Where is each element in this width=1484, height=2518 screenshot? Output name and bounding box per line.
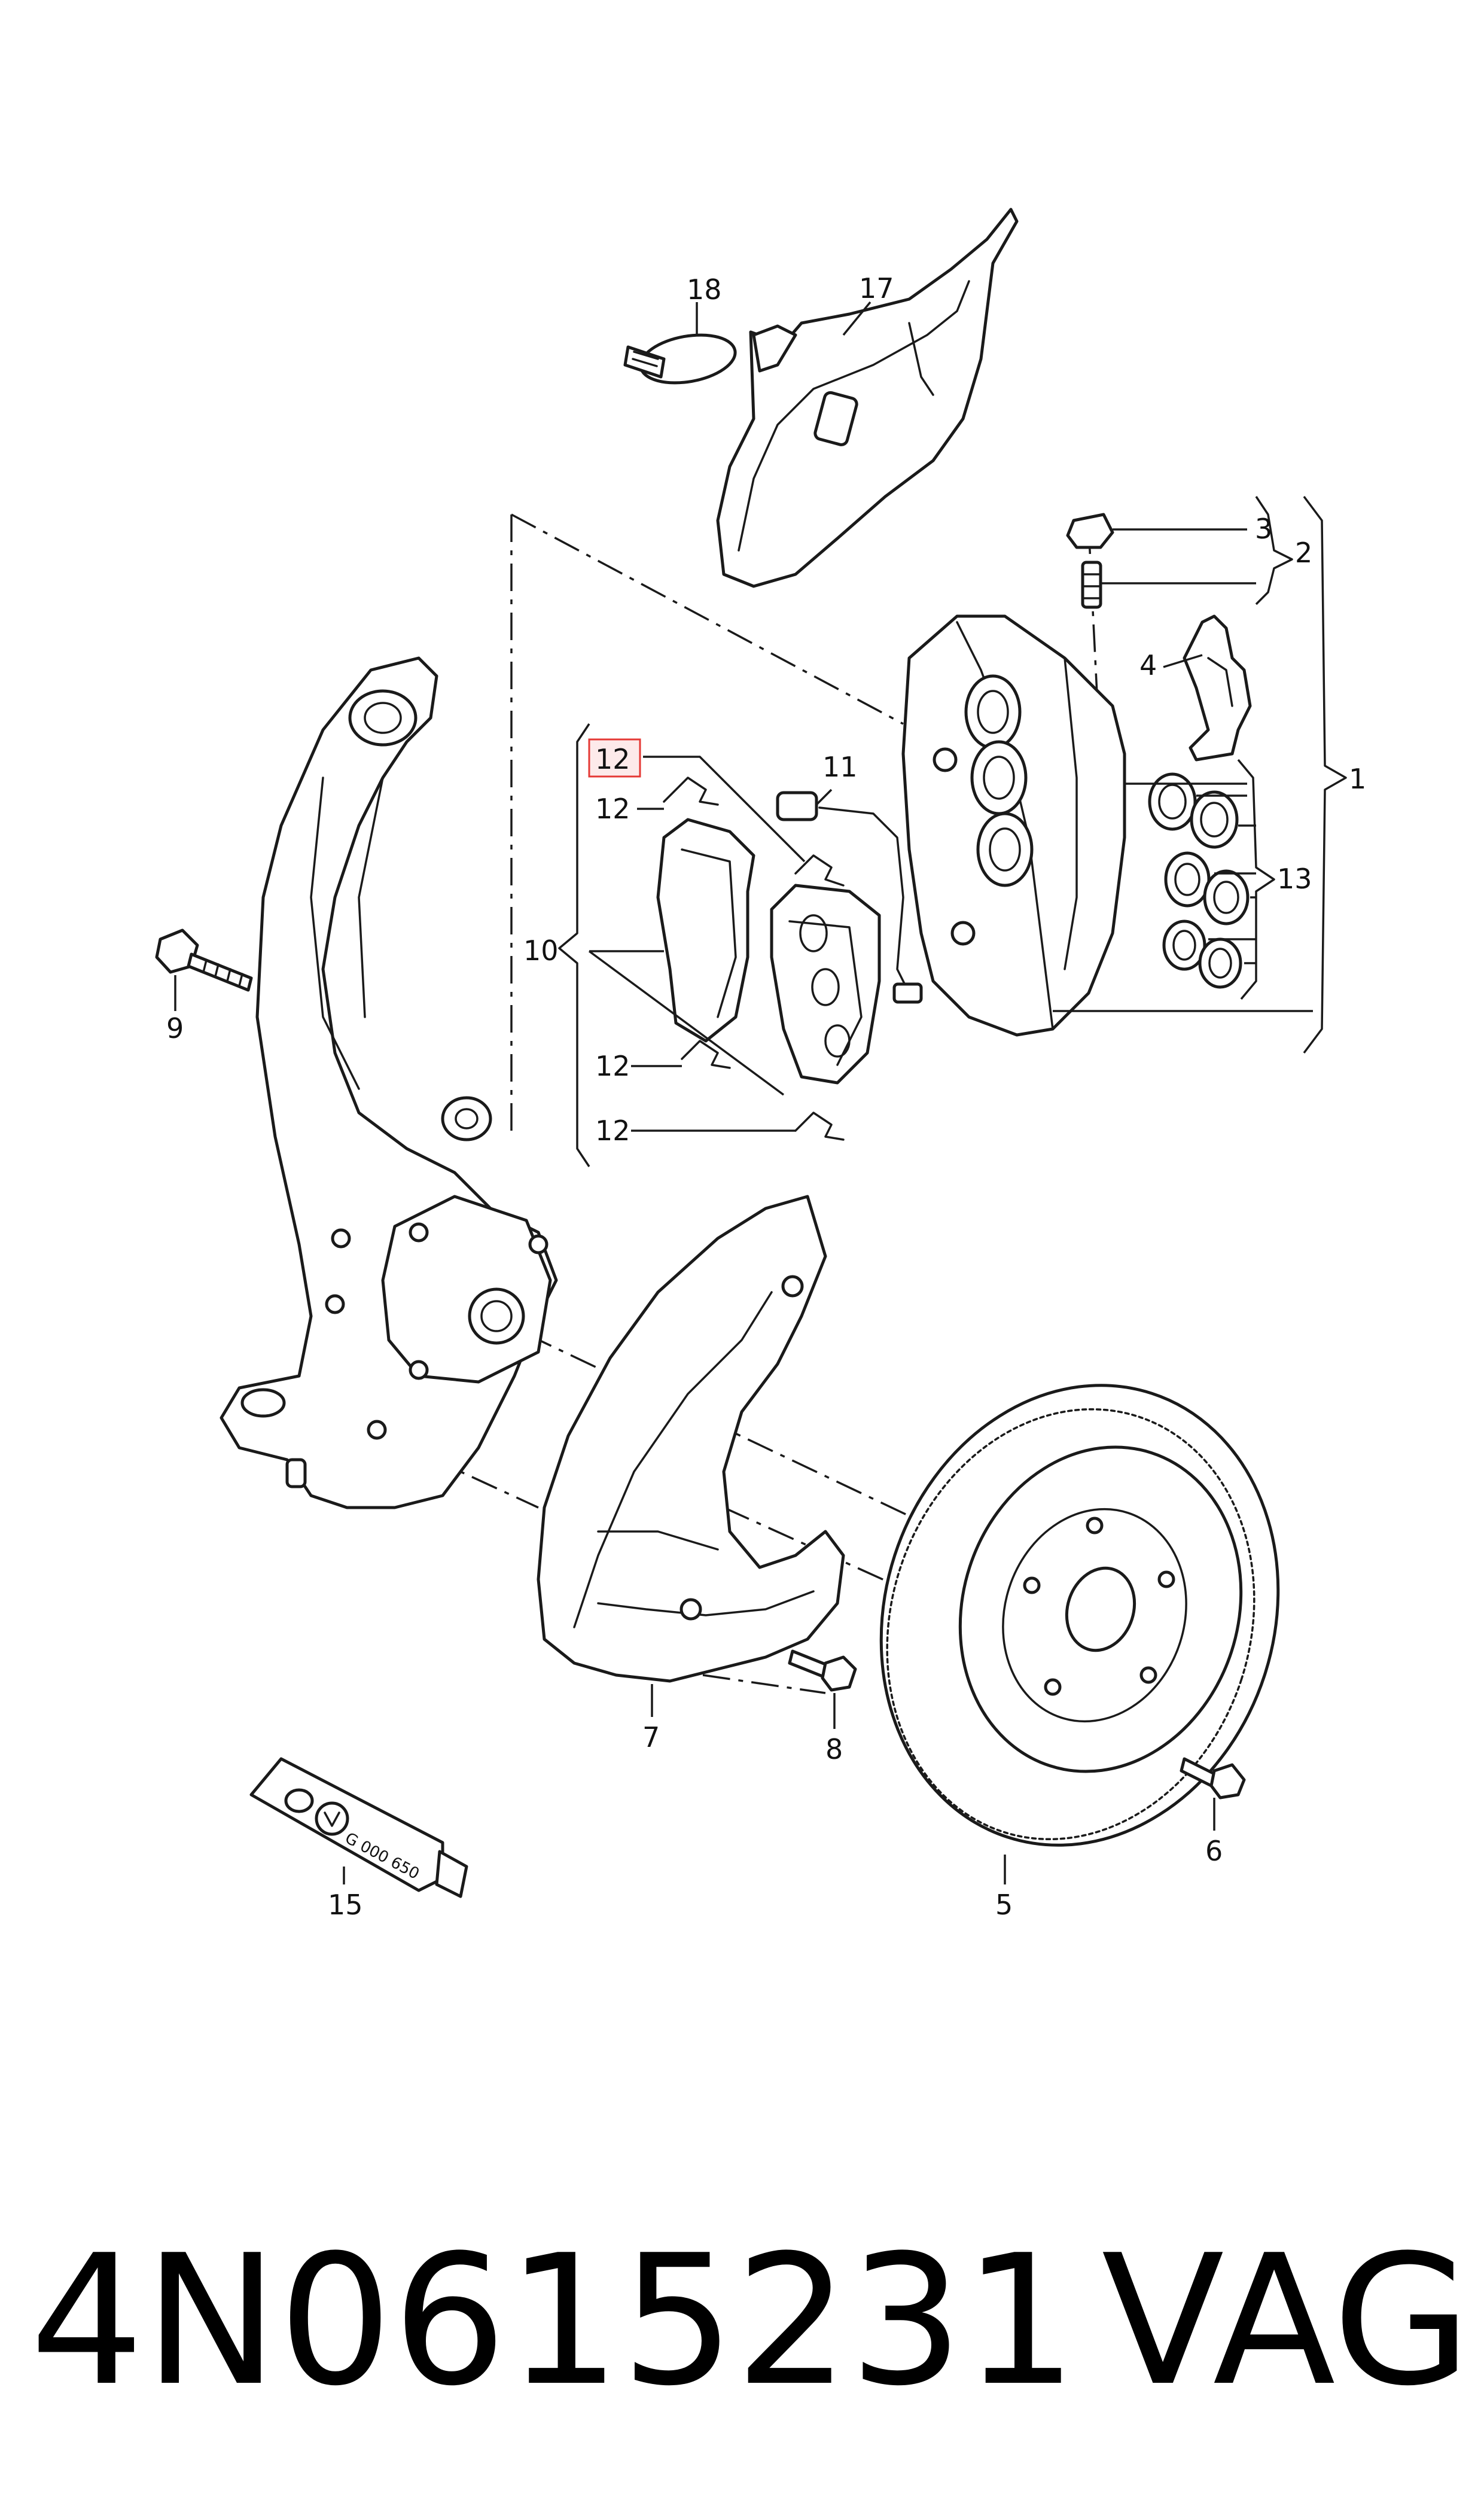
callout-7: 7 bbox=[642, 1721, 660, 1753]
axis-line bbox=[1087, 526, 1099, 707]
disc-screw bbox=[1180, 1757, 1246, 1800]
knuckle-bolt bbox=[155, 928, 253, 992]
brand-name: VAG bbox=[1101, 2216, 1471, 2425]
callout-10: 10 bbox=[523, 934, 559, 967]
footer: 4N0615231 VAG bbox=[24, 2213, 1471, 2429]
axis-line bbox=[511, 513, 904, 725]
callout-5: 5 bbox=[995, 1889, 1013, 1921]
callout-12-highlighted: 12 bbox=[595, 743, 630, 775]
callout-12: 12 bbox=[595, 1050, 630, 1082]
callout-12: 12 bbox=[595, 1115, 630, 1147]
heat-shield bbox=[716, 208, 1019, 588]
bleeder-valve bbox=[1066, 513, 1114, 609]
brake-assembly-drawing: G 000 650 bbox=[155, 208, 1366, 1921]
grease-tube: G 000 650 bbox=[249, 1757, 468, 1898]
callout-1: 1 bbox=[1349, 763, 1366, 795]
callout-3: 3 bbox=[1255, 513, 1272, 545]
callout-12: 12 bbox=[595, 793, 630, 825]
steering-knuckle bbox=[220, 656, 558, 1509]
callout-13: 13 bbox=[1277, 863, 1312, 895]
part-number: 4N0615231 bbox=[30, 2216, 1078, 2425]
callout-9: 9 bbox=[166, 1012, 184, 1045]
brake-pads bbox=[656, 818, 881, 1085]
callouts: 18 17 3 2 4 1 13 11 12 12 10 12 12 9 7 8… bbox=[166, 272, 1366, 1921]
sensor-bracket bbox=[1183, 614, 1252, 762]
callout-8: 8 bbox=[825, 1733, 843, 1765]
caliper-seal-kit bbox=[1148, 772, 1250, 989]
shield-bolt bbox=[788, 1649, 857, 1692]
pad-clips bbox=[663, 777, 845, 1141]
wear-sensor bbox=[776, 791, 923, 1004]
callout-18: 18 bbox=[687, 273, 722, 306]
cable-tie bbox=[623, 333, 737, 385]
callout-6: 6 bbox=[1205, 1835, 1223, 1867]
brake-disc bbox=[879, 1384, 1280, 1847]
brake-caliper bbox=[901, 614, 1126, 1037]
callout-11: 11 bbox=[822, 751, 858, 783]
group-braces bbox=[558, 495, 1347, 1167]
callout-2: 2 bbox=[1295, 537, 1312, 569]
highlight-box bbox=[588, 738, 641, 778]
callout-4: 4 bbox=[1139, 649, 1157, 681]
axis-line bbox=[702, 1674, 826, 1694]
callout-17: 17 bbox=[859, 272, 894, 305]
callout-15: 15 bbox=[328, 1889, 363, 1921]
splash-shield bbox=[537, 1195, 845, 1683]
leader-lines bbox=[174, 301, 1313, 1884]
